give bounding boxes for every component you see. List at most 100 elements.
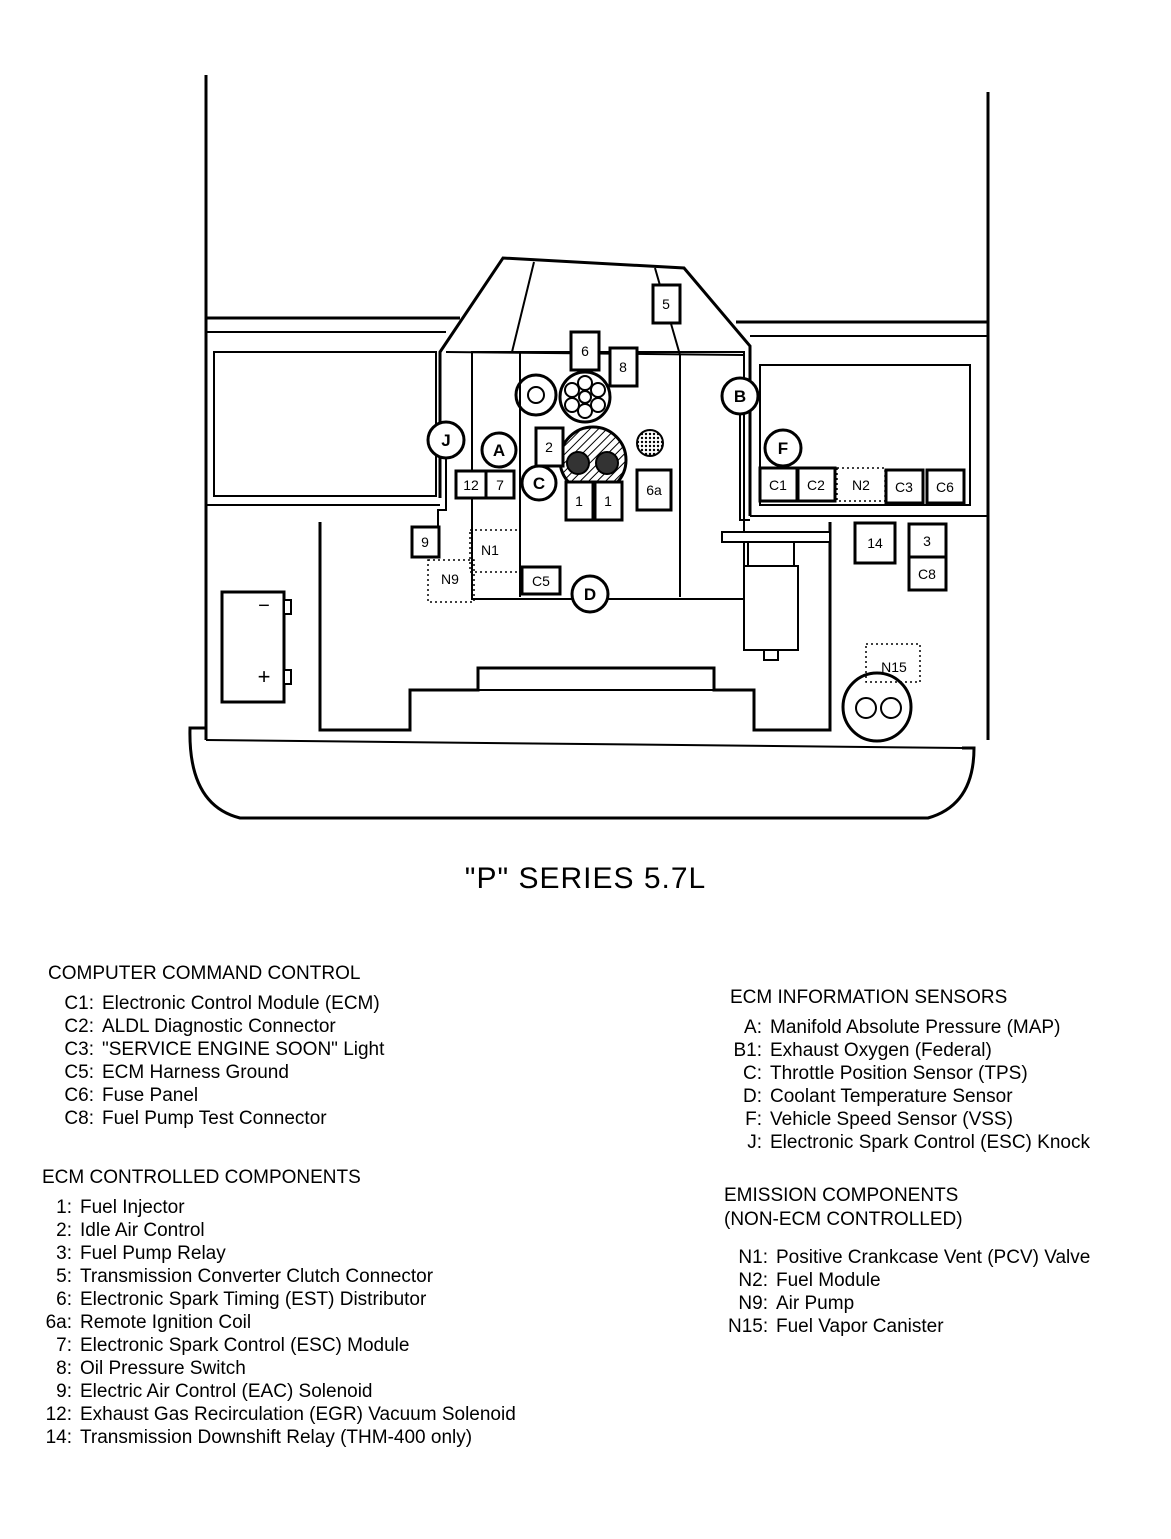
area-n1 [469, 529, 521, 573]
label-n1: N1 [481, 542, 499, 558]
label-3: 3 [923, 533, 931, 549]
label-5: 5 [662, 296, 670, 312]
callout-d [570, 574, 610, 614]
legend-item: N1:Positive Crankcase Vent (PCV) Valve [738, 1247, 1091, 1268]
legend-emission-components: EMISSION COMPONENTS (NON-ECM CONTROLLED)… [724, 1184, 1090, 1348]
box-8 [608, 346, 639, 388]
legend-item: A:Manifold Absolute Pressure (MAP) [744, 1017, 1061, 1038]
legend-item: C5:ECM Harness Ground [64, 1062, 289, 1083]
battery-terminal-bottom [283, 669, 292, 685]
throttle-bore-2 [595, 451, 619, 475]
callout-b-label: B [734, 387, 746, 406]
label-n9: N9 [441, 571, 459, 587]
engine-cover-rib-left [511, 261, 535, 353]
legend-item: 14:Transmission Downshift Relay (THM-400… [45, 1427, 473, 1448]
box-2 [534, 426, 565, 468]
label-6a: 6a [646, 482, 662, 498]
label-n15: N15 [881, 659, 907, 675]
legend-item: 7:Electronic Spark Control (ESC) Module [56, 1335, 410, 1356]
battery-plus: + [258, 664, 271, 689]
oil-filler-cap-inner [527, 386, 545, 404]
legend-item: C8:Fuel Pump Test Connector [64, 1108, 327, 1129]
area-n2 [836, 467, 886, 502]
lead-b [739, 414, 750, 521]
front-bumper [188, 726, 976, 820]
vapor-canister-port-1 [855, 697, 877, 719]
battery-minus: − [258, 595, 270, 617]
legend-item: 12:Exhaust Gas Recirculation (EGR) Vacuu… [45, 1404, 516, 1425]
legend-ecm-information-sensors: ECM INFORMATION SENSORS A:Manifold Absol… [730, 986, 1090, 1164]
legend-item: 6a:Remote Ignition Coil [45, 1312, 252, 1333]
label-c6: C6 [936, 479, 954, 495]
transmission-stub [763, 649, 779, 661]
box-6a [635, 468, 673, 512]
callout-b [720, 376, 760, 416]
legend-item: 2:Idle Air Control [56, 1220, 205, 1241]
label-6: 6 [581, 343, 589, 359]
distributor-towers [564, 375, 606, 419]
callout-d-label: D [584, 585, 596, 604]
callout-j [426, 420, 466, 460]
label-2: 2 [545, 439, 553, 455]
legend-item: N2:Fuel Module [738, 1270, 881, 1291]
throttle-bore-1 [566, 451, 590, 475]
label-1b: 1 [604, 493, 612, 509]
callout-c-label: C [533, 474, 545, 493]
legend-item: 9:Electric Air Control (EAC) Solenoid [56, 1381, 373, 1402]
legend-item: F:Vehicle Speed Sensor (VSS) [745, 1109, 1013, 1130]
callout-j-label: J [441, 431, 450, 450]
engine-cover [438, 256, 752, 516]
box-c2 [796, 466, 837, 503]
transmission-body [743, 565, 799, 651]
label-c3: C3 [895, 479, 913, 495]
box-7 [484, 469, 516, 500]
legend-item: 3:Fuel Pump Relay [56, 1243, 226, 1264]
label-c5: C5 [532, 573, 550, 589]
box-14 [853, 521, 897, 565]
label-12: 12 [463, 477, 479, 493]
battery [220, 590, 286, 704]
label-c8: C8 [918, 566, 936, 582]
box-1a [564, 480, 595, 522]
label-c2: C2 [807, 477, 825, 493]
right-side-panel [759, 364, 971, 506]
legend-item: N9:Air Pump [738, 1293, 855, 1314]
label-c1: C1 [769, 477, 787, 493]
label-14: 14 [867, 535, 883, 551]
box-6 [569, 330, 601, 372]
legend-item: C6:Fuse Panel [64, 1085, 199, 1106]
box-c6 [925, 468, 966, 505]
left-side-panel [213, 351, 437, 497]
callout-f-label: F [778, 439, 788, 458]
box-c8 [907, 555, 948, 592]
legend-item: 8:Oil Pressure Switch [56, 1358, 246, 1379]
label-9: 9 [421, 534, 429, 550]
diagram-caption: "P" SERIES 5.7L [464, 862, 707, 895]
box-5 [651, 283, 682, 325]
legend-item: C:Throttle Position Sensor (TPS) [743, 1063, 1028, 1084]
label-8: 8 [619, 359, 627, 375]
legend-ecm-controlled-components: ECM CONTROLLED COMPONENTS 1:Fuel Injecto… [42, 1166, 516, 1459]
lead-j [437, 458, 447, 527]
legend-subheading: (NON-ECM CONTROLLED) [724, 1209, 963, 1230]
legend-item: 5:Transmission Converter Clutch Connecto… [56, 1266, 434, 1287]
legend-item: J:Electronic Spark Control (ESC) Knock [747, 1132, 1090, 1153]
legend-heading: COMPUTER COMMAND CONTROL [48, 963, 361, 984]
box-c3 [884, 468, 925, 505]
legend-item: 6:Electronic Spark Timing (EST) Distribu… [56, 1289, 427, 1310]
vapor-canister [841, 671, 913, 743]
callout-a [480, 431, 518, 469]
battery-terminal-top [283, 599, 292, 615]
legend-item: B1:Exhaust Oxygen (Federal) [733, 1040, 992, 1061]
legend-heading: ECM INFORMATION SENSORS [730, 987, 1008, 1008]
box-1b [593, 480, 624, 522]
bumper-top [205, 739, 963, 749]
legend-heading: ECM CONTROLLED COMPONENTS [42, 1167, 361, 1188]
box-c5 [520, 565, 562, 596]
label-n2: N2 [852, 477, 870, 493]
box-9 [410, 525, 441, 559]
legend-item: 1:Fuel Injector [56, 1197, 185, 1218]
label-7: 7 [496, 477, 504, 493]
area-n9 [427, 559, 475, 603]
callout-a-label: A [493, 441, 505, 460]
